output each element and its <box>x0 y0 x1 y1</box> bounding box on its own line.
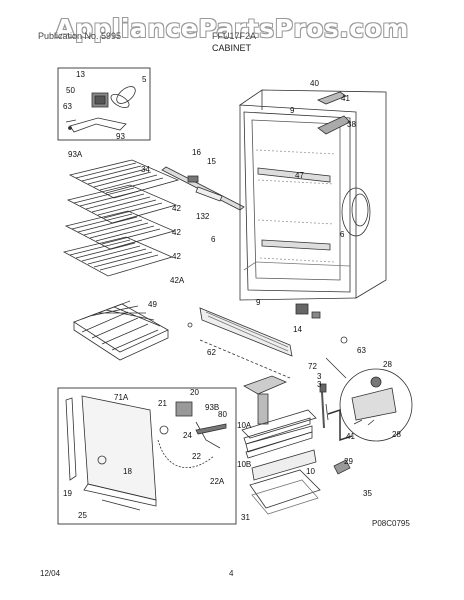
callout-label: 22A <box>210 477 225 486</box>
callout-label: 10B <box>237 460 252 469</box>
figure-code: P08C0795 <box>372 519 410 528</box>
callout-label: 93 <box>116 132 125 141</box>
callout-label: 42 <box>172 252 181 261</box>
evaporator-cover-inset <box>57 387 237 525</box>
callout-label: 38 <box>347 120 356 129</box>
callout-label: 72 <box>308 362 317 371</box>
callout-label: 63 <box>357 346 366 355</box>
callout-label: 9 <box>256 298 261 307</box>
callout-label: 5 <box>142 75 147 84</box>
callout-label: 28 <box>383 360 392 369</box>
callout-label: 50 <box>66 86 75 95</box>
wire-shelf-4 <box>62 236 174 277</box>
callout-label: 42A <box>170 276 185 285</box>
shelf-stack <box>62 159 245 277</box>
wire-shelf-top <box>68 159 180 199</box>
basket-49 <box>73 300 169 361</box>
callout-label: 42 <box>172 204 181 213</box>
callout-label: 10A <box>237 421 252 430</box>
callout-label: 15 <box>207 157 216 166</box>
callout-label: 3 <box>317 372 322 381</box>
wire-shelf-3 <box>64 210 176 250</box>
footer-page-number: 4 <box>229 569 234 578</box>
callout-label: 34 <box>141 165 150 174</box>
publication-number: Publication No. 5995 <box>38 31 122 41</box>
callout-label: 93B <box>205 403 220 412</box>
callout-label: 6 <box>340 230 345 239</box>
callout-label: 35 <box>363 489 372 498</box>
callout-label: 21 <box>158 399 167 408</box>
callout-label: 14 <box>293 325 302 334</box>
callout-label: 28 <box>392 430 401 439</box>
callout-label: 132 <box>196 212 210 221</box>
callout-label: 20 <box>190 388 199 397</box>
callout-label: 25 <box>78 511 87 520</box>
callout-label: 41 <box>346 432 355 441</box>
callout-label: 80 <box>218 410 227 419</box>
callout-label: 10 <box>306 467 315 476</box>
callout-label: 29 <box>344 457 353 466</box>
callout-label: 16 <box>192 148 201 157</box>
fan-motor-inset <box>57 67 151 141</box>
callout-label: 24 <box>183 431 192 440</box>
footer-date: 12/04 <box>40 569 61 578</box>
section-title: CABINET <box>212 43 252 53</box>
callout-label: 42 <box>172 228 181 237</box>
callout-label: 22 <box>192 452 201 461</box>
callout-label: 40 <box>310 79 319 88</box>
callout-label: 31 <box>241 513 250 522</box>
callout-label: 13 <box>76 70 85 79</box>
callout-label: 41 <box>341 94 350 103</box>
callout-label: 71A <box>114 393 129 402</box>
model-number: FFU17F2A <box>212 31 257 41</box>
callout-label: 49 <box>148 300 157 309</box>
drain-detail-inset <box>325 357 413 442</box>
cabinet-body <box>238 89 387 344</box>
callout-label: 93A <box>68 150 83 159</box>
callout-label: 18 <box>123 467 132 476</box>
callout-label: 6 <box>211 235 216 244</box>
wire-shelf-2 <box>66 184 178 224</box>
callout-label: 3 <box>317 380 322 389</box>
callout-label: 63 <box>63 102 72 111</box>
toe-grille-62 <box>187 307 293 379</box>
evaporator-assembly <box>241 375 353 515</box>
shelf-rail-132 <box>161 166 245 211</box>
callout-label: 19 <box>63 489 72 498</box>
callout-label: 62 <box>207 348 216 357</box>
callout-label: 9 <box>290 106 295 115</box>
callout-label: 47 <box>295 171 304 180</box>
watermark: AppliancePartsPros.com <box>55 14 409 43</box>
